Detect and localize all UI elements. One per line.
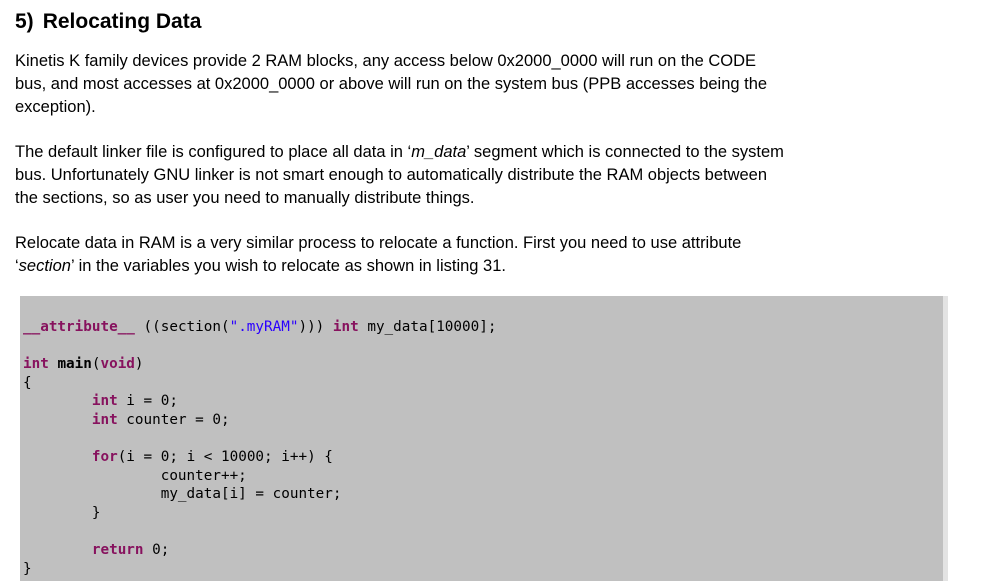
code-token: { <box>23 374 32 391</box>
code-line <box>23 523 943 542</box>
paragraph-text: Relocate data in RAM is a very similar p… <box>15 234 742 275</box>
code-token: ) <box>134 356 144 373</box>
paragraph-ram-blocks: Kinetis K family devices provide 2 RAM b… <box>15 50 979 119</box>
code-token: } <box>23 504 101 521</box>
code-line: } <box>23 504 943 523</box>
code-token: } <box>23 560 32 577</box>
code-line <box>23 430 943 449</box>
code-token: counter = 0; <box>117 411 230 428</box>
code-line: return 0; <box>23 541 943 560</box>
paragraph-text: ’ in the variables you wish to relocate … <box>70 257 506 275</box>
paragraph-text: ’ segment which is connected to the syst… <box>15 143 784 207</box>
code-token: main <box>57 356 92 373</box>
section-heading: 5) Relocating Data <box>15 10 979 34</box>
code-line: for(i = 0; i < 10000; i++) { <box>23 448 943 467</box>
code-listing-31: __attribute__ ((section(".myRAM"))) int … <box>20 296 948 581</box>
paragraph-relocate-data: Relocate data in RAM is a very similar p… <box>15 232 979 278</box>
code-token: int <box>23 356 49 373</box>
code-token: (i = 0; i < 10000; i++) { <box>117 449 333 466</box>
code-line: counter++; <box>23 467 943 486</box>
code-line: int main(void) <box>23 355 943 374</box>
code-token: counter++; <box>23 467 247 484</box>
code-line: int counter = 0; <box>23 411 943 430</box>
code-token: my_data[i] = counter; <box>23 486 342 503</box>
code-line <box>23 337 943 356</box>
code-token: for <box>91 449 118 466</box>
code-token: return <box>91 542 144 559</box>
code-token: ".myRAM" <box>229 319 299 335</box>
code-token: ((section( <box>134 319 230 335</box>
code-token: __attribute__ <box>23 319 135 335</box>
italic-term-section: section <box>18 257 71 275</box>
code-token: int <box>91 411 118 428</box>
code-line: int i = 0; <box>23 392 943 411</box>
code-line: __attribute__ ((section(".myRAM"))) int … <box>23 318 943 337</box>
paragraph-linker-file: The default linker file is configured to… <box>15 141 979 210</box>
paragraph-text: Kinetis K family devices provide 2 RAM b… <box>15 52 768 116</box>
code-token: ( <box>91 356 101 373</box>
code-token: int <box>332 319 359 335</box>
code-token: void <box>100 356 135 373</box>
code-token <box>23 542 92 558</box>
code-token: ))) <box>298 319 333 335</box>
code-token: i = 0; <box>117 393 178 410</box>
code-line: } <box>23 560 943 579</box>
section-number: 5) <box>15 10 34 33</box>
code-token: my_data[10000]; <box>358 319 497 335</box>
code-token <box>23 393 92 409</box>
paragraph-text: The default linker file is configured to… <box>15 143 412 161</box>
code-token: 0; <box>143 542 170 559</box>
code-line: { <box>23 374 943 393</box>
code-token <box>23 449 92 465</box>
section-title: Relocating Data <box>42 10 202 33</box>
code-token: int <box>91 393 118 410</box>
code-token <box>23 412 92 428</box>
code-line: my_data[i] = counter; <box>23 485 943 504</box>
italic-term-m-data: m_data <box>411 143 467 161</box>
